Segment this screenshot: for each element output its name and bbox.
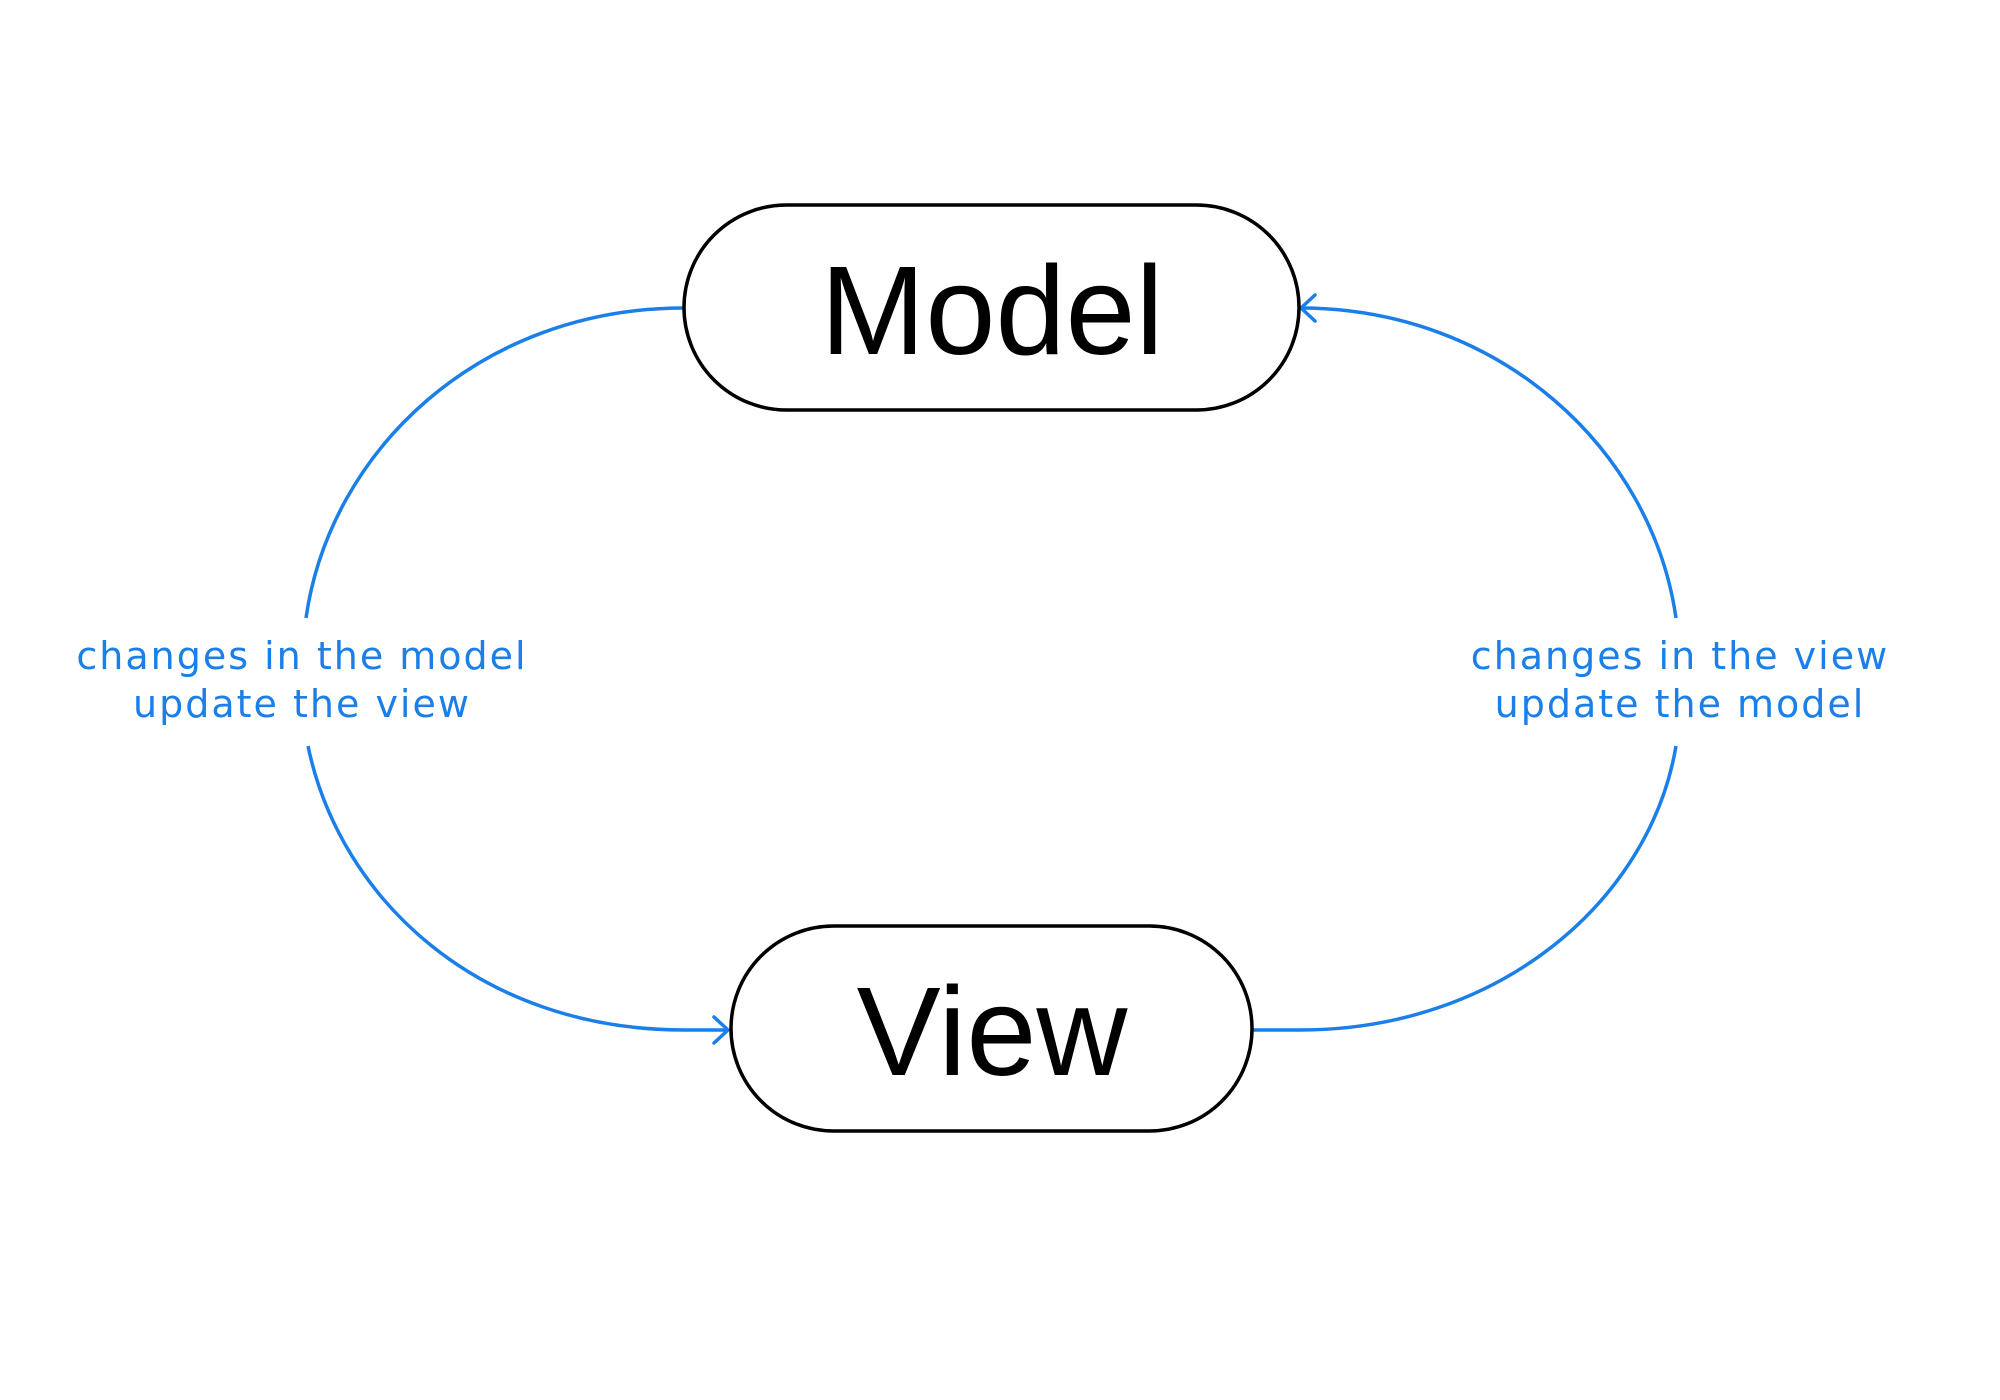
node-view: View [729, 924, 1254, 1133]
node-model: Model [682, 203, 1301, 412]
edge-model-to-view: changes in the model update the view [76, 306, 730, 1045]
arrowhead-into-view-icon [712, 1015, 730, 1045]
edge-model-to-view-label-line2: update the view [133, 682, 471, 726]
node-view-label: View [857, 961, 1129, 1102]
edge-view-to-model-lower-arc [1253, 745, 1678, 1032]
node-model-label: Model [820, 240, 1163, 381]
edge-view-to-model-upper-arc [1299, 306, 1678, 619]
node-view-box [729, 924, 1254, 1133]
edge-view-to-model-label-line2: update the model [1495, 682, 1866, 726]
arrowhead-into-model-icon [1299, 293, 1317, 323]
edge-model-to-view-lower-arc [306, 745, 728, 1032]
edge-model-to-view-upper-arc [304, 306, 685, 619]
node-model-box [682, 203, 1301, 412]
edge-model-to-view-label-line1: changes in the model [76, 634, 527, 678]
edge-view-to-model-label-line1: changes in the view [1471, 634, 1889, 678]
edge-view-to-model: changes in the view update the model [1253, 293, 1889, 1032]
